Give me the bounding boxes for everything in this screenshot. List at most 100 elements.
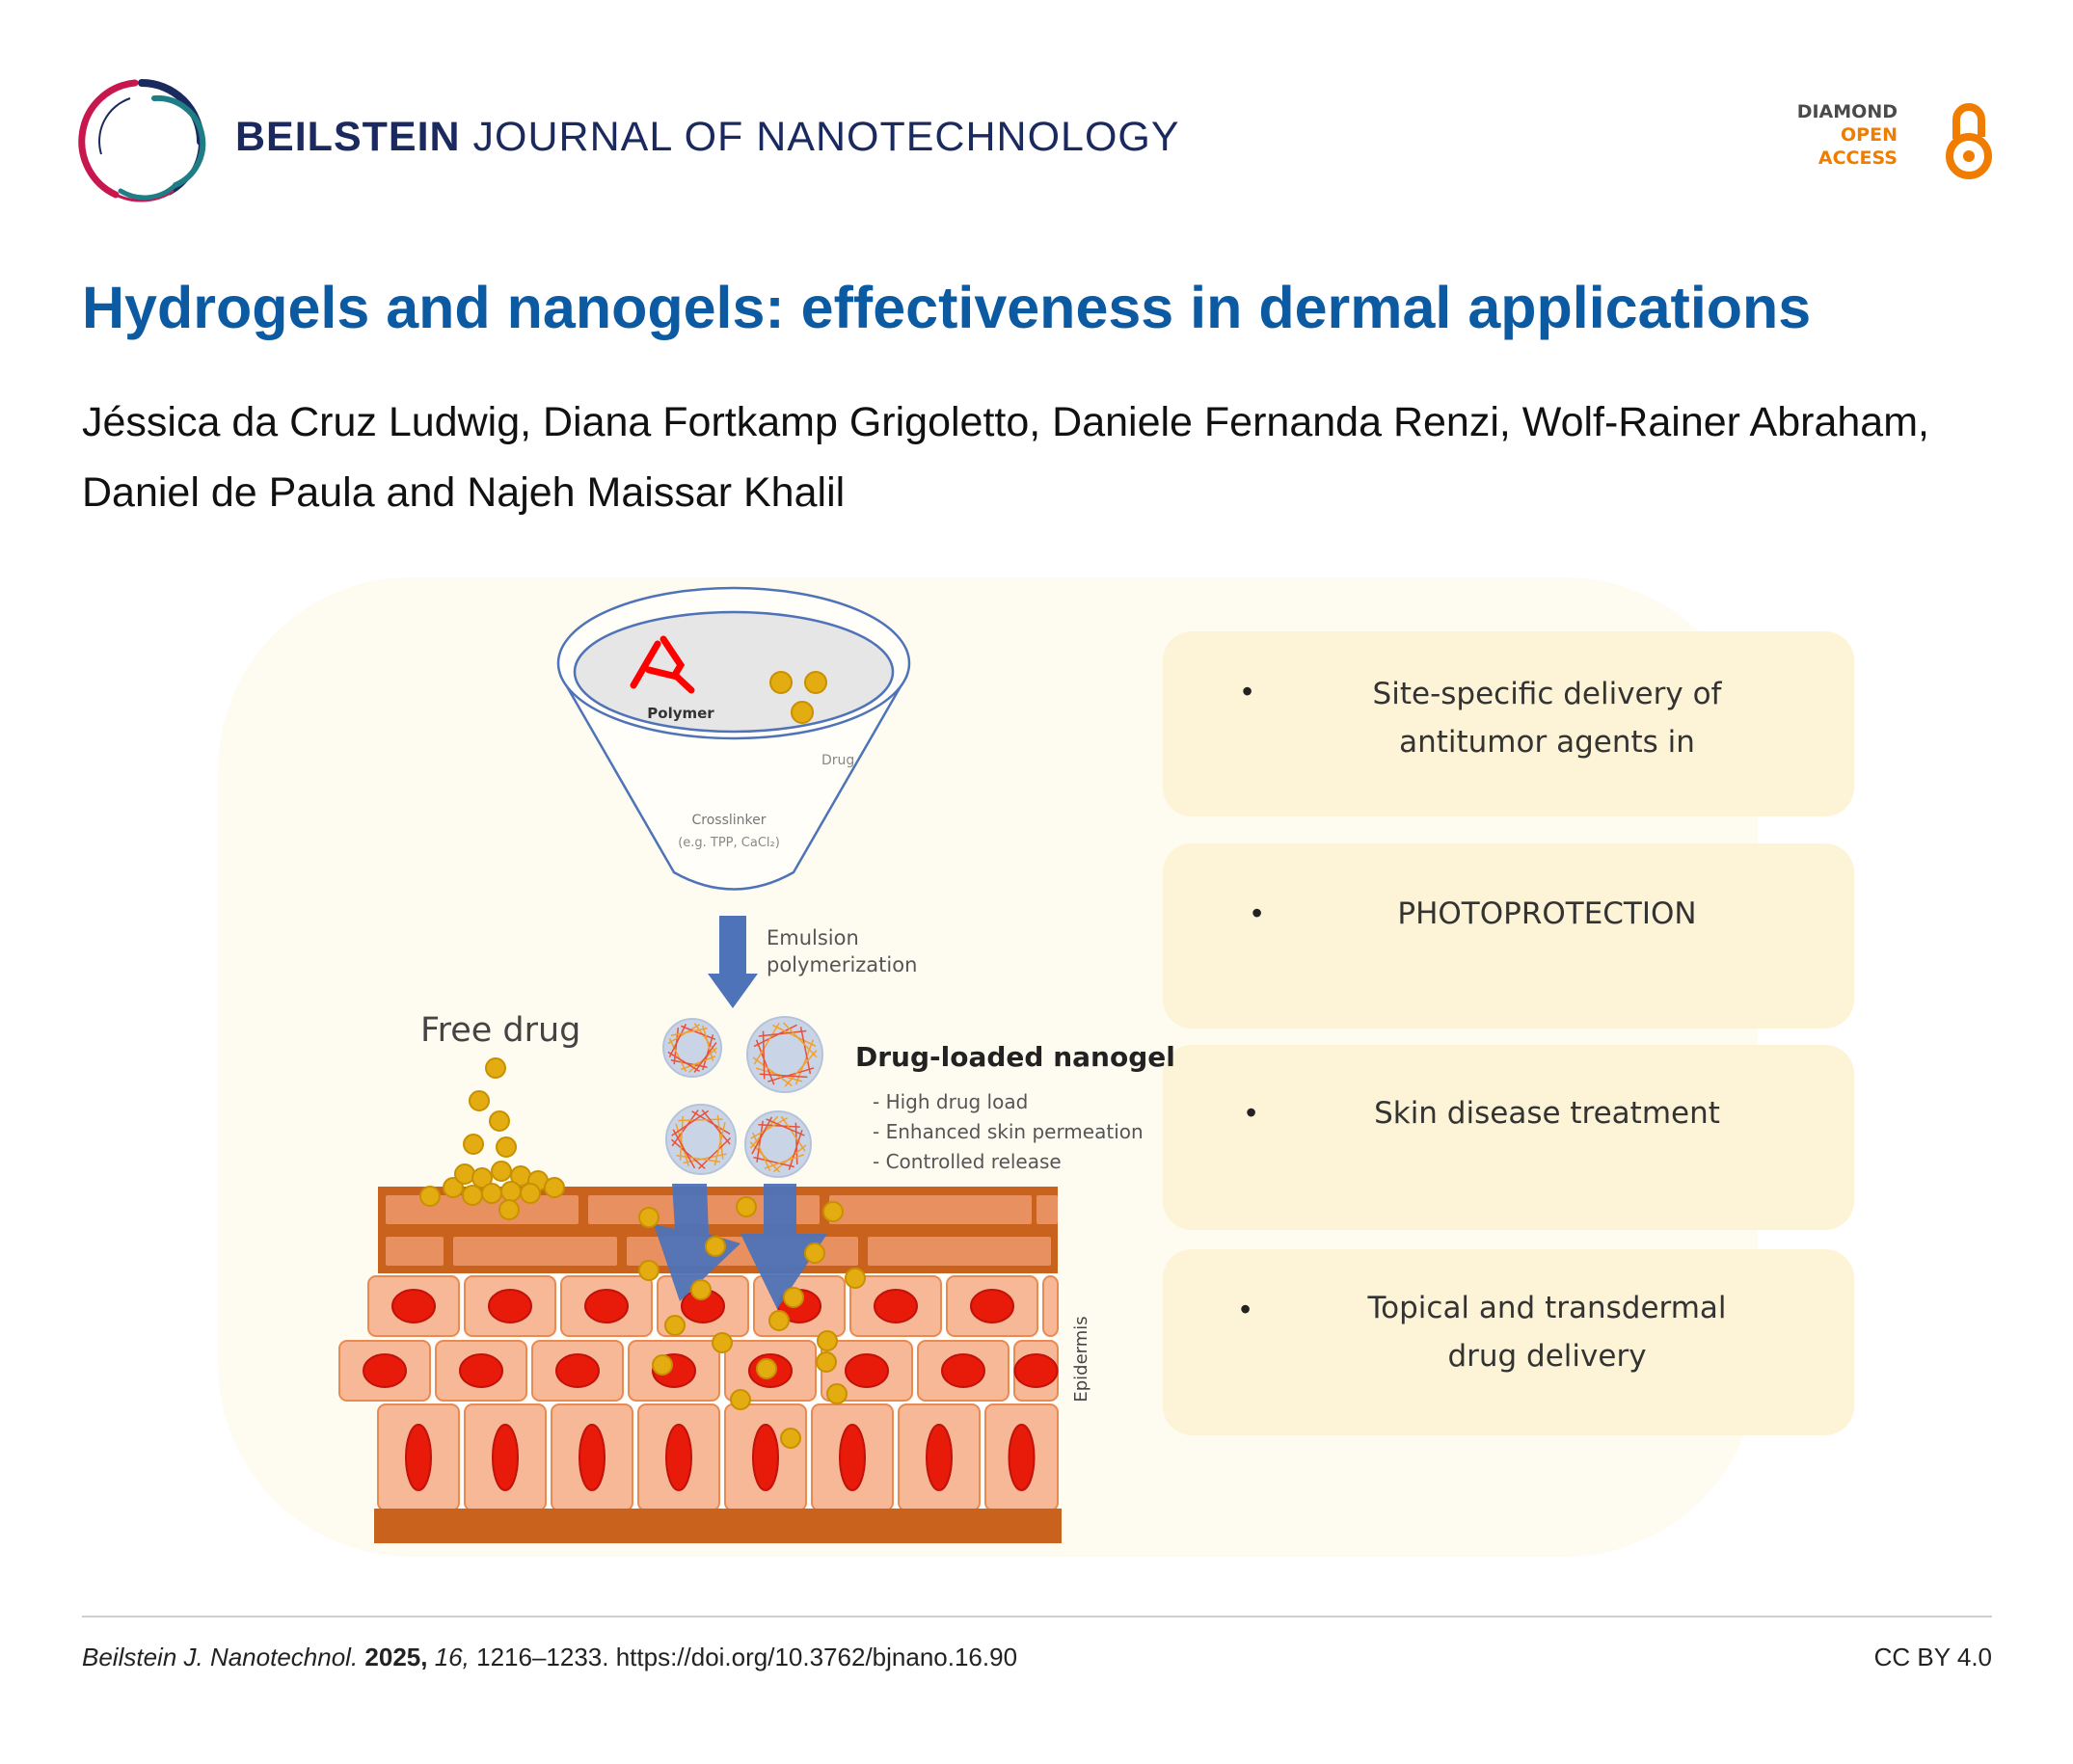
journal-name-light: JOURNAL OF NANOTECHNOLOGY xyxy=(472,114,1180,160)
drug-particle xyxy=(638,1260,660,1281)
bullet: • xyxy=(1252,895,1263,930)
bullet: • xyxy=(1242,674,1253,708)
nanogel-strand xyxy=(799,1027,812,1075)
cell-nucleus xyxy=(839,1424,866,1491)
drug-particle xyxy=(544,1177,565,1198)
corneocyte xyxy=(1036,1195,1058,1224)
cell-nucleus xyxy=(579,1424,606,1491)
cell-nucleus xyxy=(459,1353,503,1388)
nanogel-strand xyxy=(762,1030,766,1080)
drug-particle xyxy=(469,1090,490,1111)
nanogel-strand xyxy=(701,1109,731,1145)
nanogel-strand xyxy=(771,1024,817,1047)
basal-membrane xyxy=(374,1509,1062,1543)
application-text: Site-specific delivery of antitumor agen… xyxy=(1279,670,1816,766)
nanogel-strand xyxy=(752,1056,793,1086)
nanogel-strand xyxy=(702,1025,714,1061)
diamond-open-access-badge: DIAMOND OPEN ACCESS xyxy=(1797,96,2006,188)
nanogel-strand xyxy=(671,1109,699,1147)
crosslinker-example: (e.g. TPP, CaCl₂) xyxy=(678,836,780,850)
nanogel-strand xyxy=(679,1115,684,1161)
nanogel-strand xyxy=(767,1067,815,1082)
nanogel-strand xyxy=(758,1029,807,1037)
nanogel xyxy=(662,1018,722,1078)
bullet: • xyxy=(1246,1095,1257,1130)
polymer-icon xyxy=(630,635,695,694)
application-box-drug-delivery: • Topical and transdermal drug delivery xyxy=(1163,1249,1854,1435)
cell-nucleus xyxy=(391,1289,436,1323)
cell-nucleus xyxy=(584,1289,629,1323)
drug-particle xyxy=(780,1428,801,1449)
nanogel-strand xyxy=(702,1034,714,1071)
citation-year: 2025, xyxy=(364,1643,428,1671)
nanogel-strand xyxy=(753,1022,780,1065)
nanogel-strand xyxy=(670,1138,706,1169)
drug-particle xyxy=(419,1186,441,1207)
nanogel-strand xyxy=(713,1122,726,1166)
nanogel-feature: - Enhanced skin permeation xyxy=(873,1120,1144,1143)
drug-particle xyxy=(500,1181,522,1202)
drug-particles xyxy=(769,671,827,724)
application-box-skin-disease: • Skin disease treatment xyxy=(1163,1045,1854,1230)
nanogel-strand xyxy=(788,1130,803,1170)
drug-particle xyxy=(454,1163,475,1185)
nanogel-strand xyxy=(698,1136,732,1170)
nanogel-strand xyxy=(678,1118,723,1122)
nanogel-strand xyxy=(670,1028,708,1036)
cell-nucleus xyxy=(363,1353,407,1388)
nanogel-strand xyxy=(716,1114,724,1160)
citation: Beilstein J. Nanotechnol. 2025, 16, 1216… xyxy=(82,1643,1017,1672)
nanogel-strand xyxy=(755,1039,775,1085)
cell-nucleus xyxy=(970,1289,1014,1323)
drug-particle xyxy=(817,1330,838,1351)
drug-particle xyxy=(471,1167,493,1189)
badge-open: OPEN xyxy=(1841,124,1898,146)
drug-particle xyxy=(638,1207,660,1228)
nanogel-strand xyxy=(670,1059,708,1068)
nanogel-strand xyxy=(758,1124,800,1128)
citation-doi[interactable]: 1216–1233. https://doi.org/10.3762/bjnan… xyxy=(476,1643,1018,1671)
nanogel-strand xyxy=(667,1051,701,1072)
nanogel-strand xyxy=(680,1025,716,1040)
cell-nucleus xyxy=(405,1424,432,1491)
drug-particle xyxy=(481,1183,502,1204)
nanogel-strand xyxy=(784,1050,818,1087)
drug-particle xyxy=(730,1389,751,1410)
drug-particle xyxy=(498,1199,520,1220)
nanogels xyxy=(662,1016,823,1178)
nanogel xyxy=(746,1016,823,1093)
nanogel-strand xyxy=(680,1056,716,1071)
penetration-arrows xyxy=(654,1184,827,1309)
drug-particle xyxy=(826,1383,848,1404)
drug-particle xyxy=(489,1110,510,1132)
beilstein-logo xyxy=(78,79,206,202)
nanogel-strand xyxy=(751,1132,771,1171)
nanogel-strand xyxy=(751,1116,773,1155)
bullet: • xyxy=(1240,1292,1252,1326)
drug-particle xyxy=(705,1236,726,1257)
drug-particle xyxy=(664,1315,686,1336)
application-text: Skin disease treatment xyxy=(1279,1089,1816,1137)
drug-particle xyxy=(822,1201,844,1222)
application-line: Site-specific delivery of xyxy=(1372,677,1722,711)
process-label-line2: polymerization xyxy=(767,953,917,976)
cell-nucleus xyxy=(1013,1353,1059,1388)
drug-particles xyxy=(419,1057,866,1449)
drug-particle xyxy=(520,1183,541,1204)
nanogel-strand xyxy=(753,1156,794,1168)
application-line: PHOTOPROTECTION xyxy=(1397,896,1697,931)
cell-nucleus xyxy=(492,1424,519,1491)
article-authors: Jéssica da Cruz Ludwig, Diana Fortkamp G… xyxy=(82,399,1929,516)
license: CC BY 4.0 xyxy=(1873,1643,1992,1671)
drug-particle xyxy=(496,1136,517,1158)
nanogel-strand xyxy=(772,1144,807,1173)
cell-nucleus xyxy=(555,1353,600,1388)
cell-nucleus xyxy=(874,1289,918,1323)
journal-name: BEILSTEIN JOURNAL OF NANOTECHNOLOGY xyxy=(235,114,1180,161)
corneocyte xyxy=(386,1237,444,1266)
nanogel-feature: - High drug load xyxy=(873,1090,1028,1113)
application-text: PHOTOPROTECTION xyxy=(1279,890,1816,938)
article-title: Hydrogels and nanogels: effectiveness in… xyxy=(82,275,1812,340)
open-lock-icon xyxy=(1946,103,1992,179)
nanogel-strand xyxy=(668,1037,687,1072)
